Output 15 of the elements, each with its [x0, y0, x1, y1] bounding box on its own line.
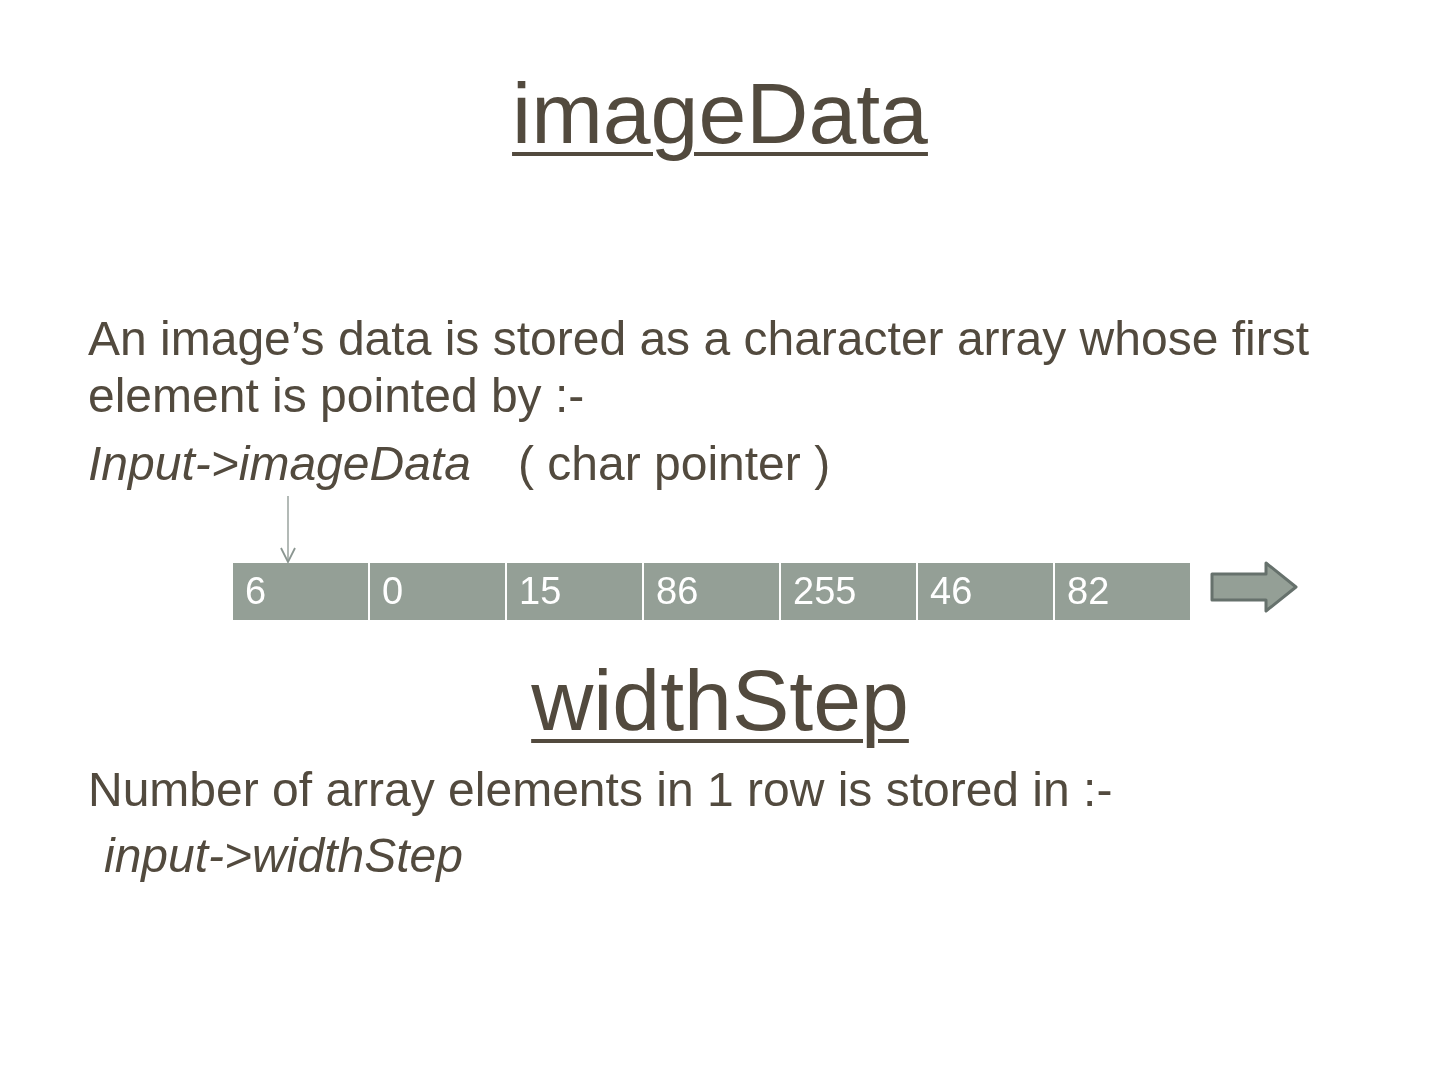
array-element: 0: [370, 563, 505, 620]
description-text: Number of array elements in 1 row is stored in :-: [88, 762, 1113, 818]
array-element: 255: [781, 563, 916, 620]
array-element: 15: [507, 563, 642, 620]
annotation-text: ( char pointer ): [518, 436, 831, 492]
array-element: 6: [233, 563, 368, 620]
code-text: input->widthStep: [104, 828, 463, 884]
slide-title: imageData: [511, 64, 929, 163]
array-element: 86: [644, 563, 779, 620]
description-text: An image’s data is stored as a character array whose first element is pointed by :-: [88, 311, 1310, 424]
array-element: 46: [918, 563, 1053, 620]
array-element: 82: [1055, 563, 1190, 620]
arrow: [280, 495, 296, 563]
pointer-expression: Input->imageData: [88, 435, 471, 492]
section-heading: widthStep: [530, 651, 910, 750]
